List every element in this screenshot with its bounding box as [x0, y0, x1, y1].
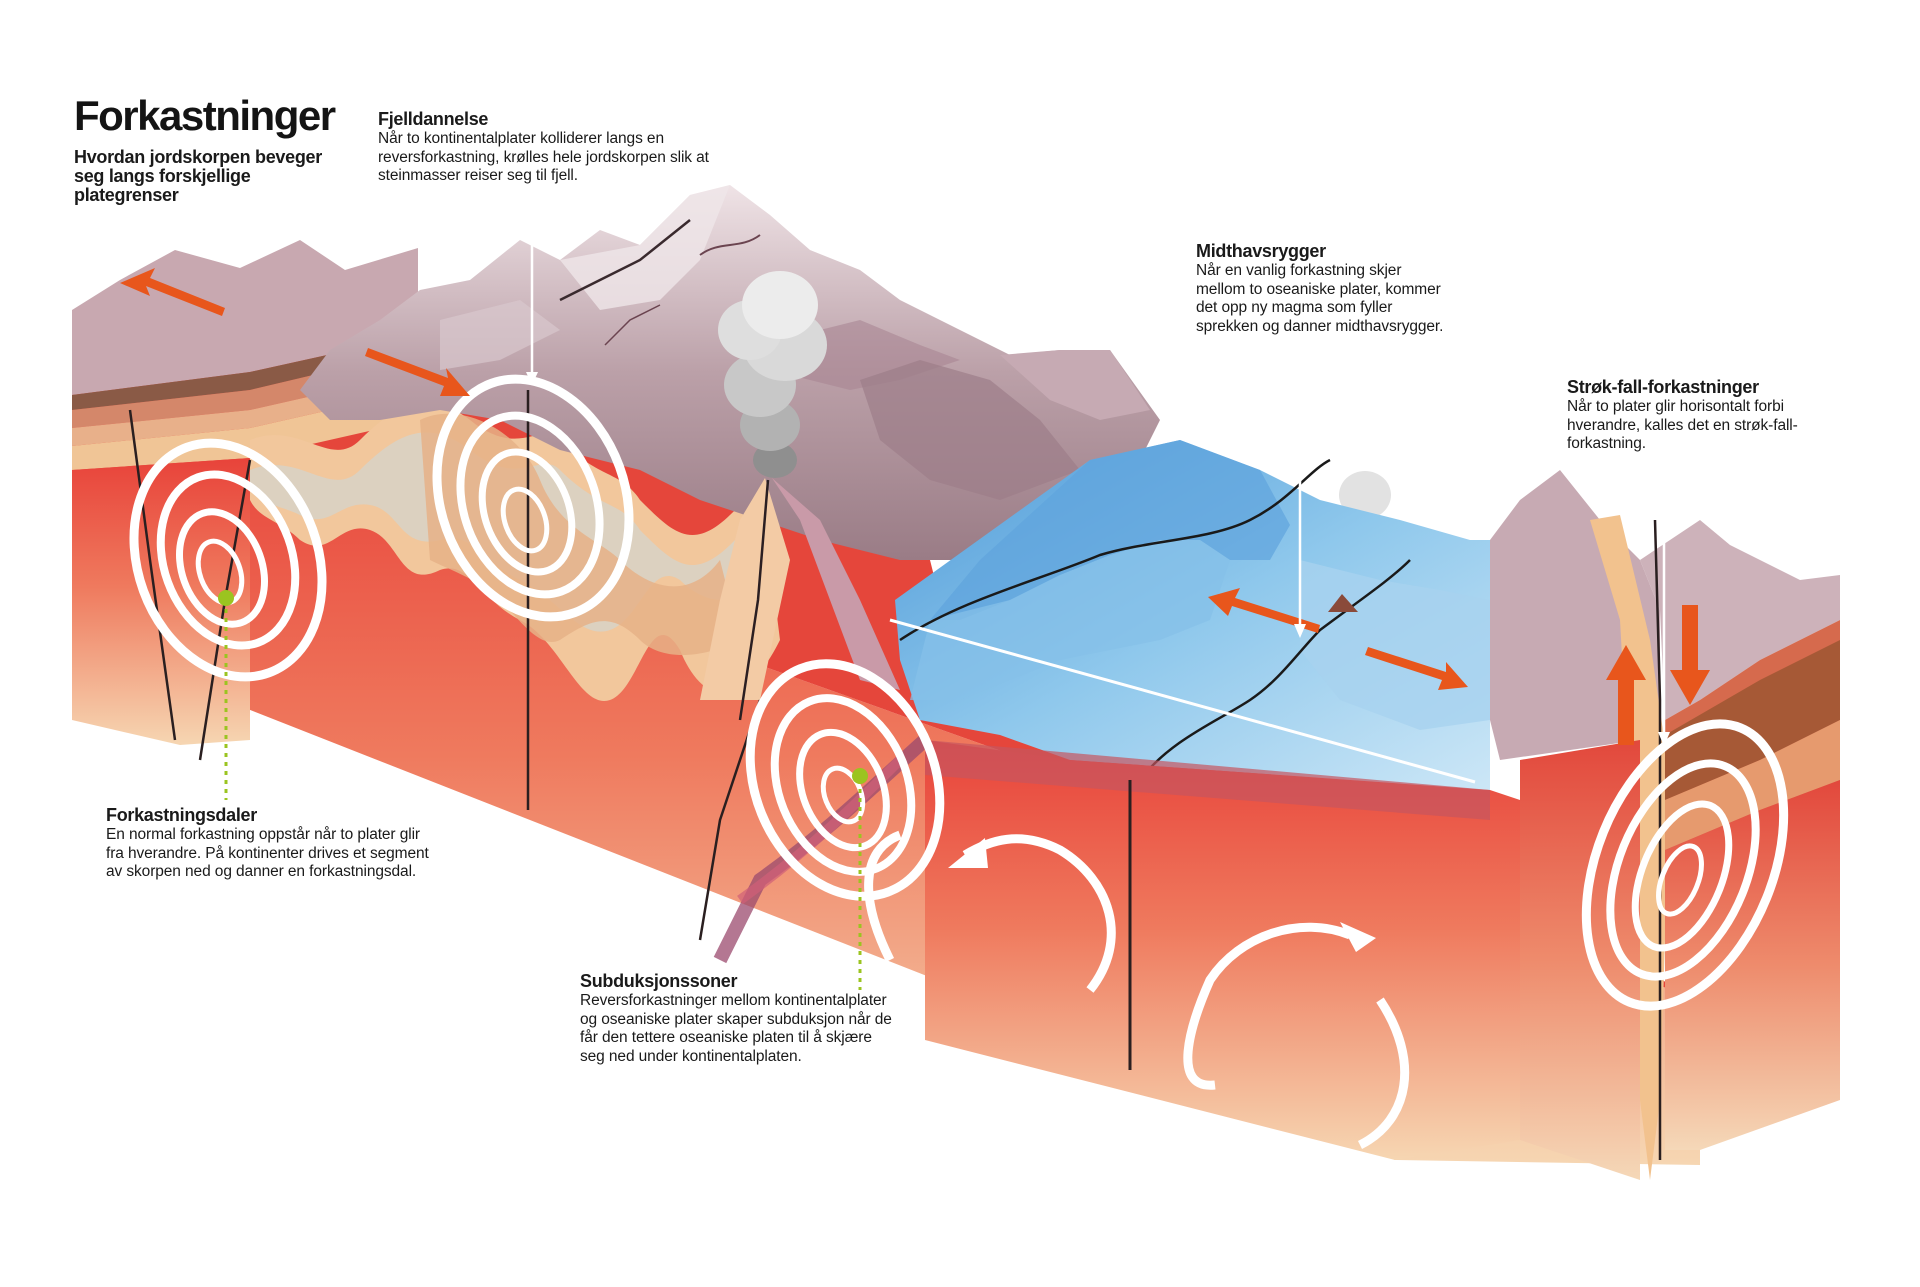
annotation-title: Forkastningsdaler: [106, 805, 257, 825]
annotation-body: Når en vanlig forkastning skjer mellom t…: [1196, 262, 1444, 335]
quake-ring-icon: [1581, 719, 1789, 1011]
leader-lines: [526, 200, 1670, 746]
annotation-body: Reversforkastninger mellom kontinentalpl…: [580, 992, 892, 1065]
annotation-title: Subduksjonssoner: [580, 971, 738, 991]
annotation-subduksjonssoner: Subduksjonssoner Reversforkastninger mel…: [580, 970, 900, 1066]
quake-ring-icon: [432, 374, 634, 622]
marker-leaders: [224, 600, 862, 990]
arrow-diverge-icon: [1208, 588, 1468, 690]
strike-slip-block: [1490, 470, 1840, 1180]
annotation-body: Når to kontinentalplater kolliderer lang…: [378, 130, 709, 184]
arrow-updown-icon: [1606, 605, 1710, 745]
quake-ring-icon: [129, 438, 327, 682]
annotation-strok-fall: Strøk-fall-forkastninger Når to plater g…: [1567, 376, 1817, 454]
annotation-title: Fjelldannelse: [378, 109, 489, 129]
fault-lines: [128, 390, 762, 941]
annotation-body: Når to plater glir horisontalt forbi hve…: [1567, 398, 1798, 452]
arrow-diverge-icon: [120, 268, 470, 396]
annotation-title: Midthavsrygger: [1196, 241, 1326, 261]
graben-block: [72, 240, 418, 745]
marker-dots: [218, 590, 868, 784]
annotation-title: Strøk-fall-forkastninger: [1567, 377, 1759, 397]
annotation-midthavsrygger: Midthavsrygger Når en vanlig forkastning…: [1196, 240, 1446, 336]
ocean-block: [889, 440, 1520, 790]
annotation-body: En normal forkastning oppstår når to pla…: [106, 826, 429, 880]
annotation-fjelldannelse: Fjelldannelse Når to kontinentalplater k…: [378, 108, 718, 186]
folded-crust: [250, 402, 780, 701]
convection-arrow-icon: [864, 830, 1410, 1150]
smoke-plume-icon: [718, 271, 827, 478]
volcano: [700, 478, 900, 721]
annotation-forkastningsdaler: Forkastningsdaler En normal forkastning …: [106, 804, 436, 882]
page-subtitle: Hvordan jordskorpen beveger seg langs fo…: [74, 147, 322, 205]
page-title: Forkastninger: [74, 92, 336, 139]
quake-ring-icon: [745, 659, 945, 901]
ocean-front-face: [713, 734, 1520, 1160]
